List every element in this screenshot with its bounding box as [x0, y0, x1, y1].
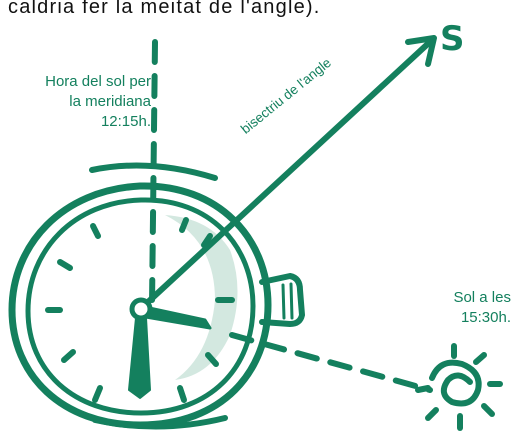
hour-tick-7 [92, 385, 103, 403]
hour-tick-11 [90, 223, 101, 239]
watch-crown-ridges [281, 282, 294, 320]
south-letter: S [440, 19, 465, 59]
intro-text-fragment: caldria fer la meitat de l'angle). [8, 0, 321, 18]
sun-ray [415, 385, 431, 393]
watch-outer-ring [8, 182, 272, 429]
sun-label-line-2: 15:30h. [460, 309, 511, 326]
watch-center-pivot [129, 297, 153, 321]
hour-ticks [45, 217, 235, 403]
hour-tick-10 [57, 259, 73, 271]
meridian-sun-time-label: Hora del sol per la meridiana 12:15h. [45, 72, 151, 132]
hour-tick-2 [201, 233, 213, 248]
sun-label-line-1: Sol a les [453, 289, 511, 306]
sun-ray [473, 352, 487, 365]
meridian-dashed-line [149, 39, 158, 308]
hour-tick-4 [205, 352, 219, 367]
bisector-arrowhead [405, 35, 437, 67]
shaded-angle-area [165, 215, 238, 380]
sun-time-label: Sol a les 15:30h. [453, 288, 511, 328]
hour-tick-8 [61, 349, 76, 363]
meridian-label-line-3: 12:15h. [100, 113, 151, 130]
meridian-label-line-2: la meridiana [69, 93, 151, 110]
minute-hand [128, 317, 151, 399]
sun-icon [415, 343, 503, 431]
sun-ray [481, 403, 495, 417]
hour-tick-5 [177, 385, 187, 403]
sun-direction-dashed-line [229, 332, 433, 393]
watch-inner-ring [25, 197, 256, 416]
meridian-label-line-1: Hora del sol per [45, 73, 151, 90]
sun-ray [425, 407, 439, 421]
watch-crown [259, 273, 305, 327]
sun-spiral [429, 359, 482, 407]
bisector-line [145, 37, 435, 305]
hour-tick-1 [179, 217, 189, 233]
